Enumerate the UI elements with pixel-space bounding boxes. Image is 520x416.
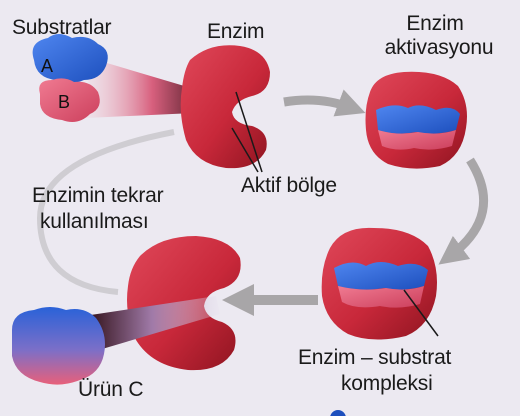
product-c-shape (12, 307, 105, 385)
enzyme-substrate-complex (321, 227, 439, 340)
enzyme-free-shape (180, 45, 270, 169)
label-active-site: Aktif bölge (241, 174, 337, 197)
substrate-a-shape (32, 34, 108, 83)
enzyme-activated (365, 71, 467, 169)
complex-pointer (403, 289, 439, 337)
complex-substrate-b (338, 286, 424, 308)
substrate-b-shape (39, 78, 100, 122)
product-exit-arrow (84, 296, 220, 352)
cycle-arrow-right (438, 157, 489, 265)
label-complex-line2: kompleksi (341, 372, 433, 395)
label-complex-line1: Enzim – substrat (298, 346, 452, 369)
label-activation-line1: Enzim (406, 12, 464, 35)
label-substrate-a: A (41, 56, 54, 76)
cycle-arrow-left (36, 129, 175, 295)
label-reuse-line1: Enzimin tekrar (32, 184, 164, 207)
active-site-pointer (235, 91, 263, 173)
cycle-arrow-top (283, 89, 366, 117)
label-product: Ürün C (78, 378, 144, 401)
label-substrates: Substratlar (12, 16, 112, 39)
activated-substrate-b (378, 130, 456, 150)
label-substrate-b: B (58, 92, 71, 112)
label-reuse-line2: kullanılması (40, 210, 149, 233)
label-enzyme: Enzim (207, 20, 265, 43)
label-activation-line2: aktivasyonu (384, 36, 494, 59)
activated-substrate-a (376, 105, 460, 134)
bottom-blip (330, 410, 346, 416)
complex-substrate-a (334, 262, 428, 290)
active-site-pointer-2 (231, 127, 259, 173)
